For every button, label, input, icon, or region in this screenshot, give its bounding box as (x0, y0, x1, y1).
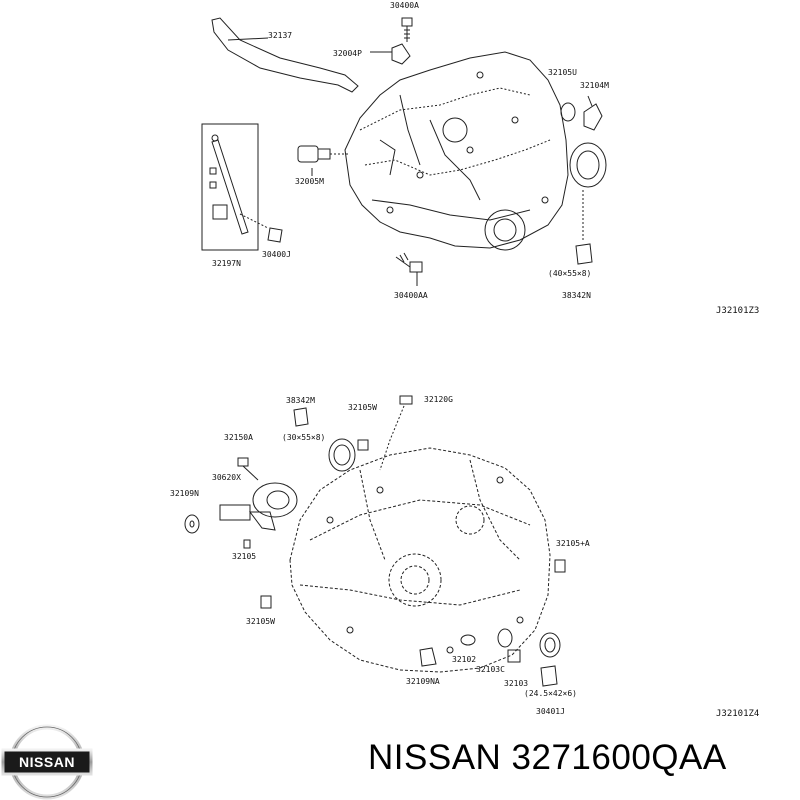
label-38342N: 38342N (562, 291, 591, 300)
label-32104M: 32104M (580, 81, 609, 90)
part-32105U-32104M (560, 95, 603, 131)
logo-text: NISSAN (19, 754, 75, 770)
label-32105U: 32105U (548, 68, 577, 77)
part-38342N-seal (569, 142, 607, 265)
part-30401J-clip (540, 665, 558, 687)
label-32137: 32137 (268, 31, 292, 40)
label-30620X: 30620X (212, 473, 241, 482)
ref-code-lower: J32101Z4 (716, 709, 759, 719)
lower-diagram (184, 395, 566, 687)
part-30400AA-bolt (395, 252, 423, 286)
label-32105W-top: 32105W (348, 403, 377, 412)
label-32105A: 32105+A (556, 539, 590, 548)
label-small-seal-size: (24.5×42×6) (524, 689, 577, 698)
upper-housing (344, 51, 569, 249)
label-32109N: 32109N (170, 489, 199, 498)
label-32102: 32102 (452, 655, 476, 664)
part-30400A-bolt (401, 17, 413, 42)
lower-housing (289, 447, 551, 673)
part-32105-pin (243, 539, 251, 549)
label-32105W-bottom: 32105W (246, 617, 275, 626)
label-32103: 32103 (504, 679, 528, 688)
part-30620X-bearing (219, 482, 298, 531)
label-32150A: 32150A (224, 433, 253, 442)
part-32197N-dipstick (201, 123, 283, 251)
label-38342M: 38342M (286, 396, 315, 405)
label-32005M: 32005M (295, 177, 324, 186)
lower-labels: 38342M 32105W 32120G (30×55×8) 32150A 30… (170, 395, 759, 719)
part-32150A-bolt (237, 457, 259, 481)
upper-diagram (201, 17, 607, 286)
part-small-seal (539, 632, 561, 658)
label-32120G: 32120G (424, 395, 453, 404)
label-30400AA: 30400AA (394, 291, 428, 300)
part-32120G (379, 395, 413, 471)
label-32103C: 32103C (476, 665, 505, 674)
label-seal-size-lower: (30×55×8) (282, 433, 325, 442)
part-32005M-switch (297, 145, 348, 176)
part-32109NA (419, 647, 437, 667)
label-32105: 32105 (232, 552, 256, 561)
label-30400A: 30400A (390, 1, 419, 10)
part-32137-bracket (211, 17, 359, 93)
part-32105W-bottom (260, 595, 272, 609)
label-32004P: 32004P (333, 49, 362, 58)
part-32105A (554, 559, 566, 573)
label-30400J: 30400J (262, 250, 291, 259)
part-38342M-seal (293, 407, 356, 472)
part-32109N-washer (184, 514, 200, 534)
label-32109NA: 32109NA (406, 677, 440, 686)
part-32102 (460, 634, 476, 646)
label-30401J: 30401J (536, 707, 565, 716)
part-number-caption: NISSAN 3271600QAA (368, 738, 727, 777)
label-seal-size-upper: (40×55×8) (548, 269, 591, 278)
part-32103 (507, 649, 521, 663)
part-32105W-top (357, 439, 369, 451)
part-32004P (391, 43, 411, 65)
upper-labels: 30400A 32137 32004P 32105U 32104M 32005M… (212, 1, 759, 316)
nissan-logo: NISSAN (1, 724, 93, 800)
ref-code-upper: J32101Z3 (716, 306, 759, 316)
part-32103C (497, 628, 513, 648)
label-32197N: 32197N (212, 259, 241, 268)
